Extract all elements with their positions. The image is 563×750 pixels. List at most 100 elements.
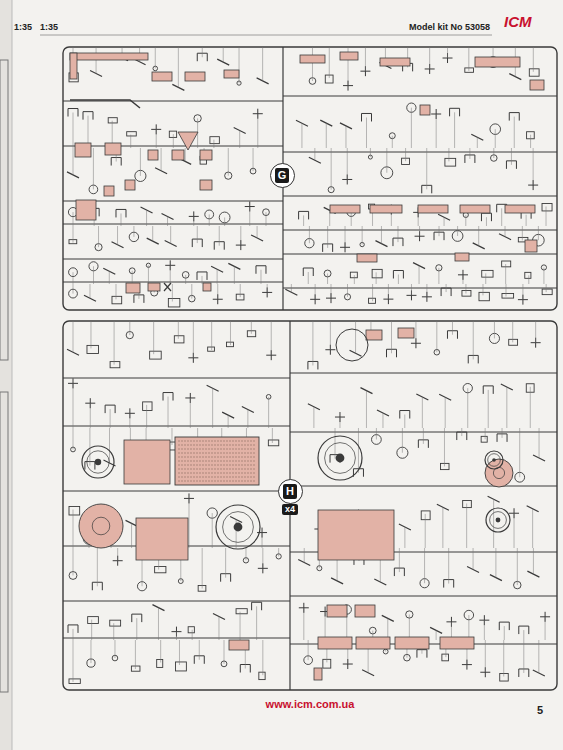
grille-slot xyxy=(178,449,256,450)
gate xyxy=(234,266,235,284)
gate xyxy=(465,215,466,226)
gate xyxy=(98,226,99,247)
gate xyxy=(546,284,547,292)
gate xyxy=(488,390,489,428)
gate xyxy=(546,206,547,226)
gate xyxy=(91,620,92,640)
runner xyxy=(63,378,290,379)
gate xyxy=(345,226,346,247)
gate xyxy=(185,275,186,284)
highlighted-wheel xyxy=(485,459,513,487)
gate xyxy=(424,548,425,583)
gate xyxy=(523,640,524,673)
sprue-frame xyxy=(63,47,557,310)
gate xyxy=(404,527,405,548)
gate xyxy=(391,321,392,353)
highlighted-part xyxy=(200,150,212,160)
gate xyxy=(211,321,212,350)
gate xyxy=(193,216,194,226)
gate xyxy=(133,226,134,237)
gate xyxy=(347,284,348,297)
gate xyxy=(217,284,218,299)
gate xyxy=(485,428,486,439)
gate xyxy=(209,214,210,226)
gate xyxy=(129,321,130,335)
gate xyxy=(505,226,506,237)
gate xyxy=(485,273,486,284)
quantity-box: x4 xyxy=(281,503,299,516)
sprue-part xyxy=(157,660,163,668)
gate xyxy=(312,47,313,81)
brand-logo: ICM xyxy=(504,13,532,30)
runner xyxy=(63,426,290,427)
gate xyxy=(213,140,214,148)
sprue-part xyxy=(350,272,357,278)
gate xyxy=(223,47,224,62)
sprue-part xyxy=(226,342,233,347)
gate xyxy=(486,217,487,226)
gate xyxy=(376,428,377,439)
gate xyxy=(260,270,261,284)
sprue-part xyxy=(259,672,265,679)
highlighted-part xyxy=(356,637,390,649)
gate xyxy=(230,321,231,345)
gate xyxy=(301,123,302,148)
gate xyxy=(135,640,136,669)
gate xyxy=(176,632,177,640)
gate xyxy=(376,272,377,284)
sprue-part xyxy=(155,567,166,573)
gate xyxy=(436,321,437,352)
kit-number: Model kit No 53058 xyxy=(409,22,490,32)
gate xyxy=(326,123,327,148)
sprue-part xyxy=(488,454,501,467)
gate xyxy=(212,388,213,428)
gate xyxy=(262,640,263,675)
sprue-letter-circle: G xyxy=(270,163,295,188)
gate xyxy=(308,272,309,284)
gate xyxy=(267,284,268,292)
gate xyxy=(545,617,546,640)
logo-area xyxy=(496,14,550,34)
website: www.icm.com.ua xyxy=(266,698,355,710)
grille-part xyxy=(175,437,259,485)
gate xyxy=(146,210,147,226)
gate xyxy=(505,264,506,284)
gate xyxy=(97,548,98,586)
sprue-part xyxy=(223,512,254,543)
gate xyxy=(438,268,439,284)
gate xyxy=(115,284,116,299)
gate xyxy=(257,226,258,238)
gate xyxy=(247,409,248,428)
highlighted-wheel xyxy=(79,504,123,548)
highlighted-part xyxy=(530,80,544,90)
gate xyxy=(386,148,387,173)
highlighted-part xyxy=(340,52,358,60)
gate xyxy=(188,498,189,548)
gate xyxy=(448,148,449,161)
runner xyxy=(283,254,557,255)
gate xyxy=(419,266,420,284)
gate xyxy=(436,114,437,148)
gate xyxy=(73,321,74,352)
gate xyxy=(314,148,315,160)
gate xyxy=(178,47,179,87)
gate xyxy=(478,226,479,246)
gate xyxy=(308,640,309,660)
sprue-part xyxy=(500,674,509,682)
gate xyxy=(160,640,161,663)
gate xyxy=(426,284,427,297)
gate xyxy=(535,321,536,343)
sprue-part xyxy=(69,507,80,515)
runner xyxy=(283,196,557,197)
gate xyxy=(315,284,316,299)
gate xyxy=(148,265,149,284)
gate xyxy=(504,626,505,640)
gate xyxy=(73,226,74,243)
gate xyxy=(398,275,399,284)
gate xyxy=(411,284,412,295)
highlighted-part xyxy=(185,72,205,81)
gate xyxy=(339,417,340,428)
sprue-part xyxy=(325,443,356,474)
highlighted-part xyxy=(148,283,160,291)
gate xyxy=(170,265,171,284)
